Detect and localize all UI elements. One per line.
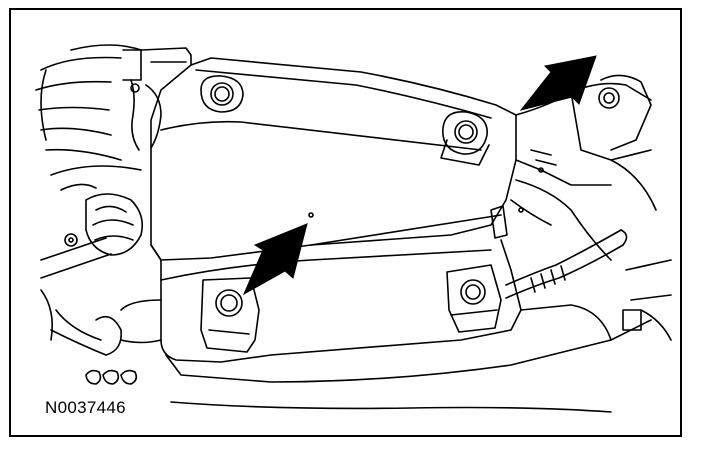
arrow-lower-left	[242, 223, 308, 296]
right-side-components	[490, 74, 672, 341]
drive-shaft	[40, 237, 107, 261]
bolt-upper-right	[440, 111, 490, 166]
bottom-outline	[170, 401, 612, 413]
figure-id-label: N0037446	[45, 398, 126, 417]
hose	[505, 229, 622, 286]
arrow-upper-right	[519, 55, 597, 111]
upper-shield-panel	[150, 57, 517, 261]
engine-splash-shield-illustration	[35, 44, 672, 413]
upper-bracket	[122, 47, 192, 151]
clip	[490, 205, 508, 239]
bolt-lower-right	[446, 264, 502, 333]
figure-frame: N0037446	[9, 8, 682, 437]
cv-joint	[85, 193, 144, 256]
background-components	[35, 44, 144, 385]
bolt-upper-left	[200, 75, 244, 113]
lower-shield-panel	[120, 239, 652, 383]
